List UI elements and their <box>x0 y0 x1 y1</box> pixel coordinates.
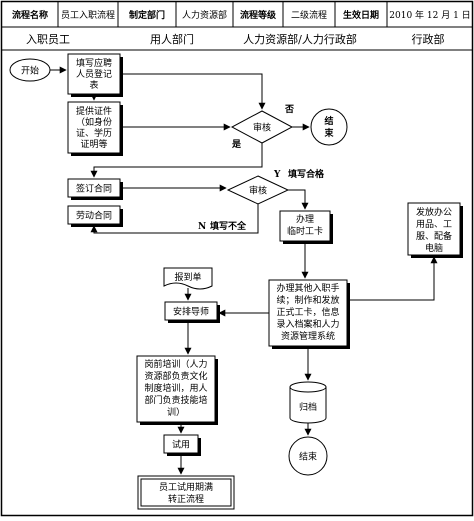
node-review-2: 审核 <box>226 175 290 205</box>
node-labor-contract: 劳动合同 <box>67 205 123 227</box>
node-provide-docs-line2: （如身份 <box>76 116 112 128</box>
edge-review2-to-labor <box>90 204 259 234</box>
node-end-2-text: 结束 <box>299 451 317 463</box>
lane-label-hiring-dept: 用人部门 <box>150 32 194 46</box>
node-start-text: 开始 <box>21 65 39 77</box>
edge-label-n: N <box>198 222 206 232</box>
node-onboarding-line1: 办理其他入职手 <box>276 282 339 294</box>
node-review-1: 审核 <box>230 110 294 144</box>
node-arrange-mentor: 安排导师 <box>164 301 220 323</box>
node-archive: 归档 <box>289 381 327 424</box>
edge-review1-to-sign <box>90 143 263 178</box>
node-fill-form: 填写应聘 人员登记 表 <box>67 53 123 97</box>
header-cell-date-label: 生效日期 <box>343 9 379 21</box>
node-arrange-mentor-text: 安排导师 <box>173 306 209 318</box>
node-issue-supplies-line4: 电脑 <box>425 242 443 254</box>
node-end-1-line2: 束 <box>324 127 334 139</box>
header-cell-level: 二级流程 <box>291 9 327 21</box>
node-issue-supplies-line3: 服、配备 <box>416 230 452 242</box>
lane-label-admin-dept: 行政部 <box>412 32 445 46</box>
node-regularize-line1: 员工试用期满 <box>159 481 213 493</box>
node-onboarding-line2: 续；制作和发放 <box>276 294 339 306</box>
node-sign-contract: 签订合同 <box>67 178 123 200</box>
node-end-1: 结 束 <box>310 108 348 146</box>
lane-header-row: 入职员工 用人部门 人力资源部/人力行政部 行政部 <box>1 32 473 51</box>
node-provide-docs-line3: 证、学历 <box>76 127 112 139</box>
node-start: 开始 <box>9 58 51 82</box>
node-training-line4: 部门负责技能培 <box>144 394 207 406</box>
node-training-line2: 资源部负责文化 <box>144 370 207 382</box>
node-review-2-text: 审核 <box>249 185 267 197</box>
node-probation-text: 试用 <box>172 439 190 451</box>
node-fill-form-line2: 人员登记 <box>76 69 112 80</box>
edge-label-pass: 填写合格 <box>288 168 325 180</box>
node-labor-contract-text: 劳动合同 <box>76 210 112 222</box>
node-onboarding: 办理其他入职手 续；制作和发放 正式工卡，信息 录入档案和人力 资源管理系统 <box>268 279 350 349</box>
node-temp-card: 办理 临时工卡 <box>279 210 333 244</box>
header-cell-process-name-label: 流程名称 <box>12 9 48 21</box>
edge-review2-to-card <box>288 189 309 210</box>
node-archive-text: 归档 <box>299 401 317 413</box>
lane-label-new-employee: 入职员工 <box>26 33 70 46</box>
header-table: 流程名称 员工入职流程 制定部门 人力资源部 流程等级 二级流程 生效日期 20… <box>1 1 473 28</box>
node-training-line1: 岗前培训（人力 <box>144 358 207 370</box>
connectors <box>50 66 438 475</box>
header-cell-date: 2010 年 12 月 1 日 <box>389 9 470 21</box>
node-issue-supplies-line2: 用品、工 <box>416 219 452 230</box>
node-fill-form-line3: 表 <box>89 79 98 91</box>
edge-label-y: Y <box>273 170 281 180</box>
lane-label-hr-dept: 人力资源部/人力行政部 <box>243 32 357 46</box>
node-report-slip: 报到单 <box>163 267 213 290</box>
node-end-2: 结束 <box>288 436 328 476</box>
node-onboarding-line3: 正式工卡，信息 <box>276 306 339 318</box>
node-review-1-text: 审核 <box>253 122 271 134</box>
header-cell-department-label: 制定部门 <box>129 9 165 21</box>
node-probation: 试用 <box>163 434 201 456</box>
node-regularize-line2: 转正流程 <box>168 493 204 505</box>
node-training-line5: 训） <box>167 407 185 418</box>
node-training-line3: 制度培训，用人 <box>144 382 207 394</box>
node-onboarding-line4: 录入档案和人力 <box>276 318 339 330</box>
node-training: 岗前培训（人力 资源部负责文化 制度培训，用人 部门负责技能培 训） <box>136 355 218 425</box>
node-end-1-line1: 结 <box>324 115 333 127</box>
node-onboarding-line5: 资源管理系统 <box>281 330 335 342</box>
node-issue-supplies: 发放办公 用品、工 服、配备 电脑 <box>407 202 463 258</box>
edge-onboarding-to-supplies <box>347 256 438 301</box>
node-temp-card-line1: 办理 <box>296 213 314 225</box>
header-cell-process-name: 员工入职流程 <box>61 9 115 21</box>
edge-label-no: 否 <box>284 104 294 115</box>
node-provide-docs: 提供证件 （如身份 证、学历 证明等 <box>67 101 123 156</box>
edge-label-yes: 是 <box>231 139 242 150</box>
node-sign-contract-text: 签订合同 <box>76 183 112 195</box>
header-cell-level-label: 流程等级 <box>240 9 277 21</box>
node-report-slip-text: 报到单 <box>174 271 201 283</box>
node-provide-docs-line4: 证明等 <box>80 138 107 150</box>
node-regularize: 员工试用期满 转正流程 <box>137 475 235 510</box>
node-provide-docs-line1: 提供证件 <box>76 105 112 117</box>
node-fill-form-line1: 填写应聘 <box>76 57 112 69</box>
node-issue-supplies-line1: 发放办公 <box>416 206 452 218</box>
edge-label-fail: 填写不全 <box>210 220 247 232</box>
header-cell-department: 人力资源部 <box>182 9 227 21</box>
node-temp-card-line2: 临时工卡 <box>287 225 323 237</box>
edge-form-to-review1 <box>120 73 266 110</box>
